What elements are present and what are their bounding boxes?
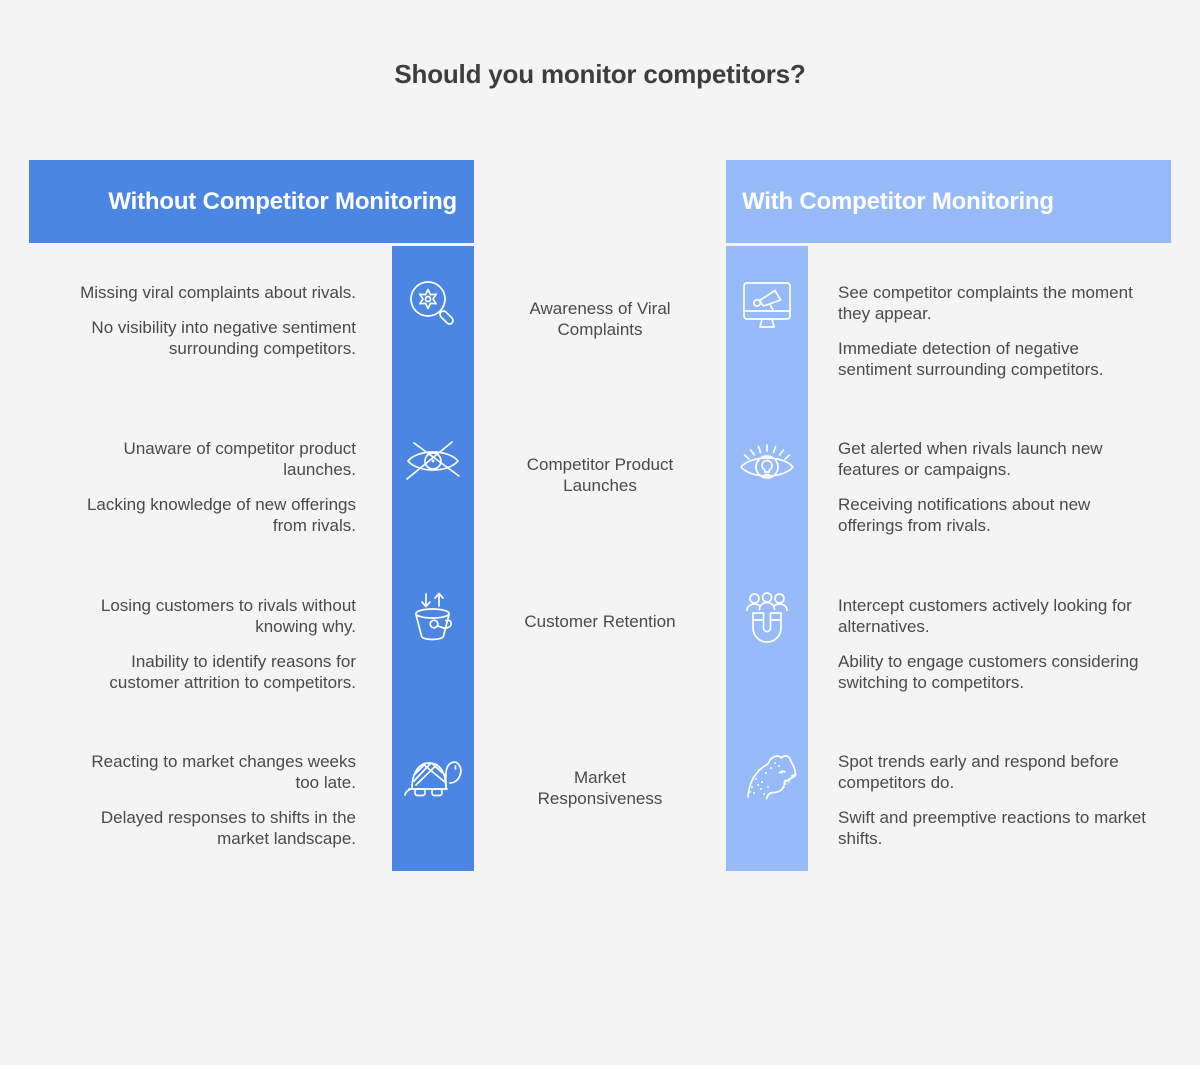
with-point: Immediate detection of negative sentimen… [838, 339, 1104, 379]
without-points: Unaware of competitor product launches. … [29, 402, 392, 558]
without-point: Losing customers to rivals without knowi… [100, 595, 356, 636]
without-monitoring-header-label: Without Competitor Monitoring [108, 187, 457, 215]
without-icon-strip [392, 246, 474, 403]
row-label-text: Competitor Product Launches [526, 455, 674, 496]
row-label-text: Market Responsiveness [537, 767, 663, 808]
with-point: Intercept customers actively looking for… [838, 595, 1132, 636]
without-icon-strip [392, 402, 474, 559]
row-label: Competitor Product Launches [474, 402, 726, 558]
without-points: Losing customers to rivals without knowi… [29, 559, 392, 715]
without-point: Inability to identify reasons for custom… [109, 651, 356, 692]
with-point: Spot trends early and respond before com… [838, 751, 1119, 792]
page-title: Should you monitor competitors? [394, 59, 806, 89]
with-icon-strip [726, 714, 808, 871]
crossed-eye-icon [401, 430, 465, 494]
with-monitoring-header-label: With Competitor Monitoring [742, 187, 1054, 215]
with-point: Receiving notifications about new offeri… [838, 495, 1091, 536]
with-points: Intercept customers actively looking for… [808, 559, 1171, 715]
row-label-text: Customer Retention [524, 611, 676, 631]
turtle-icon [401, 743, 465, 807]
with-points: Spot trends early and respond before com… [808, 715, 1171, 871]
with-point: See competitor complaints the moment the… [838, 283, 1133, 323]
without-point: Unaware of competitor product launches. [123, 439, 356, 480]
without-points: Reacting to market changes weeks too lat… [29, 715, 392, 871]
without-point: Lacking knowledge of new offerings from … [86, 495, 356, 536]
without-point: Reacting to market changes weeks too lat… [91, 751, 356, 792]
without-points: Missing viral complaints about rivals. N… [29, 246, 392, 402]
eye-bulb-icon [735, 430, 799, 494]
without-point: No visibility into negative sentiment su… [91, 318, 356, 358]
magnet-people-icon [735, 587, 799, 651]
with-point: Ability to engage customers considering … [838, 651, 1139, 692]
row-label: Market Responsiveness [474, 715, 726, 871]
comparison-rows: Missing viral complaints about rivals. N… [29, 246, 1171, 871]
with-icon-strip [726, 246, 808, 403]
without-icon-strip [392, 558, 474, 715]
without-icon-strip [392, 714, 474, 871]
row-label: Customer Retention [474, 559, 726, 715]
monitor-megaphone-icon [735, 274, 799, 338]
without-point: Delayed responses to shifts in the marke… [100, 807, 356, 848]
cheetah-icon [735, 743, 799, 807]
leaky-bucket-icon [401, 587, 465, 651]
with-point: Swift and preemptive reactions to market… [838, 807, 1147, 848]
with-icon-strip [726, 402, 808, 559]
magnifier-gear-icon [401, 274, 465, 338]
row-label-text: Awareness of Viral Complaints [529, 299, 671, 339]
without-point: Missing viral complaints about rivals. [80, 283, 356, 302]
with-point: Get alerted when rivals launch new featu… [838, 439, 1103, 480]
with-points: See competitor complaints the moment the… [808, 246, 1171, 402]
with-icon-strip [726, 558, 808, 715]
with-points: Get alerted when rivals launch new featu… [808, 402, 1171, 558]
row-label: Awareness of Viral Complaints [474, 246, 726, 402]
without-monitoring-header: Without Competitor Monitoring [29, 160, 474, 243]
with-monitoring-header: With Competitor Monitoring [726, 160, 1171, 243]
